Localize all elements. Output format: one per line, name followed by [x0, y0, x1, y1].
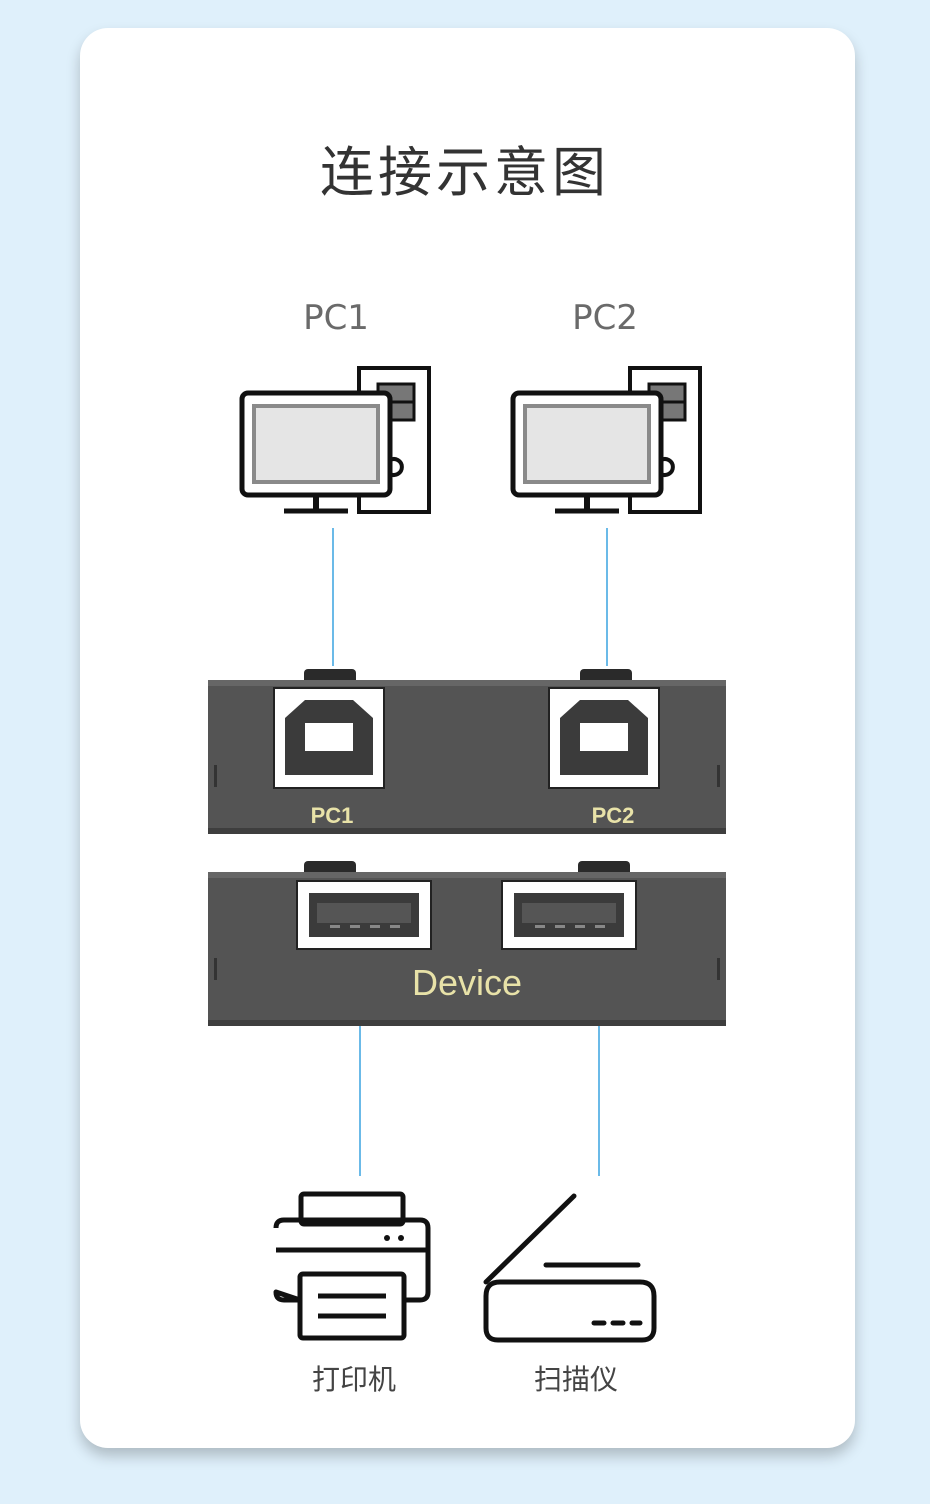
scanner-label: 扫描仪	[533, 1363, 618, 1396]
printer-label: 打印机	[311, 1363, 396, 1396]
switch-port-label-pc2: PC2	[592, 803, 635, 828]
usb-switch-top-panel: PC1 PC2	[208, 669, 726, 834]
pc1-label: PC1	[303, 298, 369, 338]
computer-icon	[510, 366, 702, 514]
switch-port-label-pc1: PC1	[311, 803, 354, 828]
diagram-title: 连接示意图	[320, 141, 610, 204]
usb-a-port-1	[296, 880, 432, 950]
usb-b-port-pc1	[273, 687, 385, 789]
switch-device-label: Device	[412, 962, 522, 1003]
scanner-icon	[483, 1193, 657, 1343]
usb-a-port-2	[501, 880, 637, 950]
usb-b-port-pc2	[548, 687, 660, 789]
computer-icon	[239, 366, 431, 514]
usb-switch-bottom-panel: Device	[208, 861, 726, 1026]
printer-icon	[273, 1191, 431, 1341]
pc2-label: PC2	[572, 298, 638, 338]
